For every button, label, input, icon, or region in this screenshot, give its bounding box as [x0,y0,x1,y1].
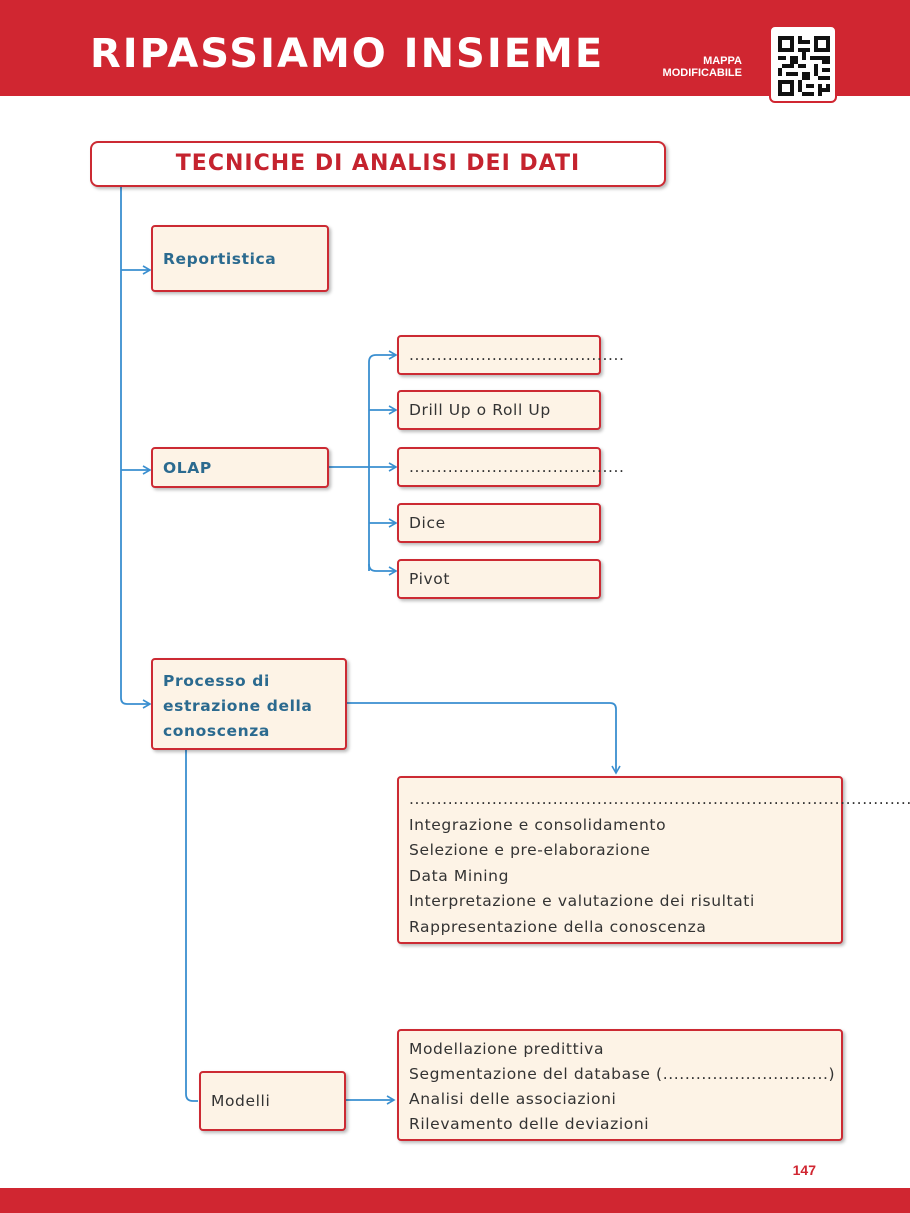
processo-step: Integrazione e consolidamento [409,815,667,834]
modelli-items-box: Modellazione predittiva Segmentazione de… [397,1029,843,1141]
qr-code-icon[interactable] [769,25,837,103]
footer-bar [0,1188,910,1213]
page-number: 147 [792,1162,816,1178]
processo-step: Interpretazione e valutazione dei risult… [409,892,755,910]
section-title: RIPASSIAMO INSIEME [90,31,605,77]
olap-item-label: Pivot [409,570,451,588]
olap-item-blank-2[interactable]: ....................................... [397,447,624,487]
modelli-item[interactable]: Segmentazione del database (............… [409,1065,836,1083]
modelli-item: Analisi delle associazioni [409,1090,617,1108]
node-reportistica-label: Reportistica [163,249,277,268]
node-modelli: Modelli [199,1071,346,1131]
node-reportistica: Reportistica [151,225,329,292]
olap-item-label: ....................................... [409,346,625,364]
processo-step: Rappresentazione della conoscenza [409,917,707,936]
node-processo-line: Processo di [163,672,270,690]
node-modelli-label: Modelli [211,1092,271,1110]
olap-item-drill-up: Drill Up o Roll Up [397,390,601,430]
root-node: TECNICHE DI ANALISI DEI DATI [90,141,666,187]
processo-step: Data Mining [409,866,510,885]
node-olap-label: OLAP [163,458,212,477]
olap-item-blank-1[interactable]: ....................................... [397,335,624,375]
olap-item-dice: Dice [397,503,601,543]
processo-step-blank[interactable]: ........................................… [409,790,910,808]
editable-map-label-line2: MODIFICABILE [662,67,742,79]
processo-steps-box: ........................................… [397,776,910,944]
modelli-item: Modellazione predittiva [409,1040,605,1058]
olap-item-label: Drill Up o Roll Up [409,401,551,419]
olap-item-label: ....................................... [409,458,625,476]
editable-map-label-line1: MAPPA [703,55,742,67]
processo-step: Selezione e pre-elaborazione [409,841,651,859]
page-header: RIPASSIAMO INSIEME MAPPA MODIFICABILE [0,0,910,96]
node-processo-line: estrazione della [163,697,313,715]
modelli-item: Rilevamento delle deviazioni [409,1115,650,1133]
node-olap: OLAP [151,447,329,488]
node-processo-estrazione: Processo di estrazione della conoscenza [151,658,347,750]
editable-map-label: MAPPA MODIFICABILE [663,55,742,79]
olap-item-pivot: Pivot [397,559,601,599]
node-processo-line: conoscenza [163,722,270,740]
olap-item-label: Dice [409,514,446,532]
